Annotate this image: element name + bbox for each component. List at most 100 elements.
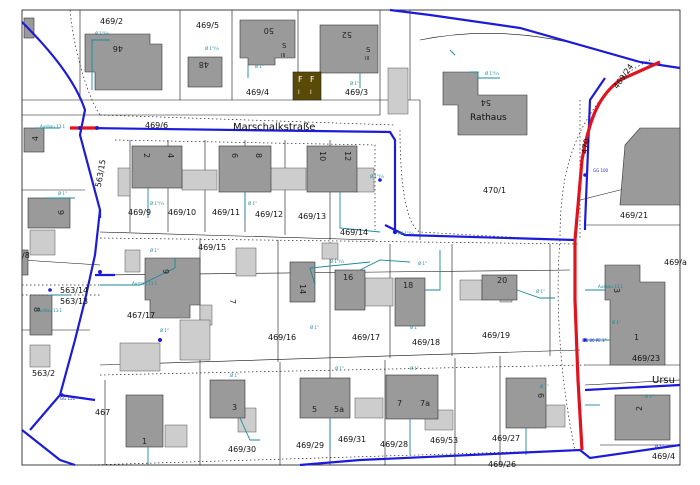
parcel-469-a: 469/a (664, 258, 687, 267)
parcel-469-31: 469/31 (338, 435, 366, 444)
blue-network (21, 8, 681, 467)
minor-buildings (29, 67, 566, 448)
house-4: 4 (166, 153, 175, 158)
svg-text:Ø 1"/½: Ø 1"/½ (205, 46, 219, 51)
house-8: 8 (254, 153, 263, 158)
svg-text:Ø 1"/½: Ø 1"/½ (370, 174, 384, 179)
svg-text:III: III (365, 56, 369, 62)
house-2b: 2 (635, 406, 644, 411)
parcel-563-13: 563/13 (60, 297, 88, 306)
parcel-469-5: 469/5 (196, 21, 219, 30)
house-6: 6 (230, 153, 239, 158)
parcel-467: 467 (95, 408, 110, 417)
house-14: 14 (298, 284, 307, 294)
svg-text:Ø 1": Ø 1" (150, 248, 159, 253)
svg-text:Ausbau 13.1: Ausbau 13.1 (40, 124, 66, 129)
svg-text:Ø 1"/¼: Ø 1"/¼ (330, 259, 344, 264)
svg-text:Ø 1": Ø 1" (335, 366, 344, 371)
svg-text:Ausbau 13.1: Ausbau 13.1 (132, 281, 158, 286)
svg-text:Ø 1": Ø 1" (230, 373, 239, 378)
parcel-469-4b: 469/4 (652, 452, 675, 461)
svg-text:Ø 1"/½: Ø 1"/½ (95, 31, 109, 36)
svg-text:Ø 1": Ø 1" (350, 81, 359, 86)
house-1b: 1 (634, 333, 639, 342)
parcel-469-21: 469/21 (620, 211, 648, 220)
svg-text:Ø 1": Ø 1" (655, 444, 664, 449)
parcel-469-28: 469/28 (380, 440, 408, 449)
svg-text:Ø 1": Ø 1" (540, 384, 549, 389)
parcel-469-17: 469/17 (352, 333, 380, 342)
tiny-labels: Ø 1"/½ Ø 1"/½ Ø 1" Ø 1" Ø 1"/¼ Ø 1"/¼ Ø … (37, 31, 664, 449)
buildings (21, 17, 681, 448)
svg-text:Ø 1": Ø 1" (536, 289, 545, 294)
house-4b: 4 (31, 136, 40, 141)
svg-text:Ø 1": Ø 1" (310, 325, 319, 330)
house-50: 50 (264, 26, 274, 35)
landmark-rathaus: Rathaus (470, 113, 507, 123)
parcel-469-9: 469/9 (128, 208, 151, 217)
parcel-8: /8 (22, 251, 30, 260)
house-5: 5 (312, 405, 317, 414)
svg-text:Ausbau 13.1: Ausbau 13.1 (37, 308, 63, 313)
svg-text:GG 150: GG 150 (60, 396, 76, 401)
house-20: 20 (497, 276, 507, 285)
parcel-470-1: 470/1 (483, 186, 506, 195)
network-nodes (48, 126, 587, 397)
svg-text:F: F (298, 75, 303, 84)
parcel-469-3: 469/3 (345, 88, 368, 97)
svg-text:III: III (281, 53, 285, 59)
fence-lines (22, 9, 651, 466)
parcel-563-2: 563/2 (32, 369, 55, 378)
parcel-469-19: 469/19 (482, 331, 510, 340)
parcel-469-15: 469/15 (198, 243, 226, 252)
parcel-469-26: 469/26 (488, 460, 516, 469)
house-1: 1 (142, 437, 147, 446)
house-12: 12 (343, 151, 352, 161)
house-6b: 6 (536, 393, 545, 398)
house-46: 46 (113, 44, 123, 53)
svg-text:Ø 1": Ø 1" (58, 191, 67, 196)
svg-text:Ø 1": Ø 1" (410, 366, 419, 371)
svg-text:I: I (310, 90, 312, 96)
street-marschalkstrasse: Marschalkstraße (233, 122, 315, 133)
svg-text:F: F (310, 75, 315, 84)
house-3: 3 (232, 403, 237, 412)
svg-text:Ø 1": Ø 1" (255, 64, 264, 69)
parcel-467-17: 467/17 (127, 311, 155, 320)
parcel-469-30: 469/30 (228, 445, 256, 454)
svg-text:S: S (282, 42, 287, 50)
parcel-469-11: 469/11 (212, 208, 240, 217)
house-9: 9 (161, 269, 170, 274)
parcel-563-14: 563/14 (60, 286, 88, 295)
parcel-469-10: 469/10 (168, 208, 196, 217)
parcel-469-14: 469/14 (340, 228, 368, 237)
parcel-469-27: 469/27 (492, 434, 520, 443)
svg-text:GG 80 PE 1": GG 80 PE 1" (582, 338, 607, 343)
house-18: 18 (403, 281, 413, 290)
parcel-469-2: 469/2 (100, 17, 123, 26)
street-ursu: Ursu (652, 375, 675, 386)
svg-text:Ø 1": Ø 1" (410, 325, 419, 330)
parcel-469-13: 469/13 (298, 212, 326, 221)
parcel-469-18: 469/18 (412, 338, 440, 347)
s-marks: S III S III F F I I (281, 42, 371, 96)
house-7a: 7a (420, 399, 430, 408)
house-52: 52 (342, 30, 352, 39)
parcel-469-53: 469/53 (430, 436, 458, 445)
svg-text:S: S (366, 46, 371, 54)
house-3b: 3 (612, 288, 621, 293)
house-5a: 5a (334, 405, 344, 414)
house-numbers: 46 48 50 52 54 2 4 6 8 10 12 14 16 18 20… (31, 26, 644, 446)
svg-text:Ø 1": Ø 1" (418, 261, 427, 266)
svg-text:Ø 1": Ø 1" (645, 394, 654, 399)
substation (292, 71, 322, 101)
house-8b: 8 (32, 307, 41, 312)
parcel-469-29: 469/29 (296, 441, 324, 450)
house-7: 7 (397, 399, 402, 408)
svg-text:PE 1"/¼: PE 1"/¼ (398, 231, 414, 236)
svg-text:Ø 1": Ø 1" (248, 201, 257, 206)
parcel-469-6: 469/6 (145, 121, 168, 130)
house-16: 16 (343, 273, 353, 282)
svg-text:Ø 1"/¼: Ø 1"/¼ (485, 71, 499, 76)
